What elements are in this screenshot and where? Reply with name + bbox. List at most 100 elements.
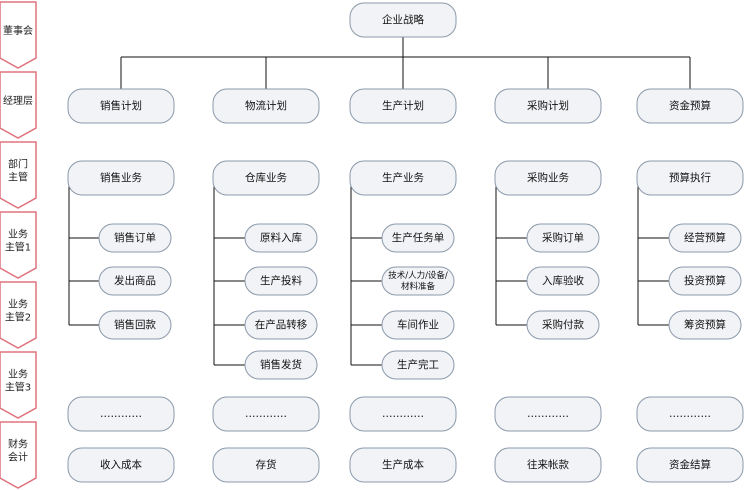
task-node[interactable]: 销售订单 [98, 223, 172, 253]
chevron-shape [0, 141, 37, 209]
task-node[interactable]: 销售回款 [98, 310, 172, 340]
task-node[interactable]: 采购订单 [526, 223, 600, 253]
node-label: ………… [527, 408, 569, 420]
task-node[interactable]: 入库验收 [526, 266, 600, 296]
node-label: 生产计划 [382, 99, 424, 112]
node-box [244, 223, 318, 253]
node-box [668, 310, 742, 340]
node-label: 在产品转移 [255, 318, 308, 331]
ellipsis-node[interactable]: ………… [212, 396, 320, 432]
finance-node[interactable]: 存货 [212, 447, 320, 483]
node-box [494, 160, 602, 196]
task-node[interactable]: 投资预算 [668, 266, 742, 296]
task-node[interactable]: 筹资预算 [668, 310, 742, 340]
plan-node[interactable]: 采购计划 [494, 88, 602, 124]
level-chevron-board: 董事会 [0, 1, 37, 69]
connector-lines [68, 37, 691, 366]
task-node[interactable]: 原料入库 [244, 223, 318, 253]
ellipsis-node[interactable]: ………… [67, 396, 175, 432]
node-label: 生产投料 [260, 274, 302, 287]
dept-node[interactable]: 预算执行 [636, 160, 744, 196]
node-label: 采购计划 [527, 99, 569, 112]
ellipsis-node[interactable]: ………… [494, 396, 602, 432]
task-node[interactable]: 在产品转移 [244, 310, 318, 340]
node-label: 经营预算 [684, 231, 726, 244]
level-label: 主管3 [5, 381, 31, 394]
task-node[interactable]: 发出商品 [98, 266, 172, 296]
level-label: 经理层 [3, 94, 33, 107]
node-box [98, 310, 172, 340]
node-box [67, 88, 175, 124]
node-label: 企业战略 [382, 13, 424, 26]
node-label: 采购付款 [542, 318, 584, 331]
node-box [668, 223, 742, 253]
node-box [526, 266, 600, 296]
dept-node[interactable]: 销售业务 [67, 160, 175, 196]
finance-node[interactable]: 收入成本 [67, 447, 175, 483]
node-label: 投资预算 [684, 274, 726, 287]
ellipsis-node[interactable]: ………… [349, 396, 457, 432]
strategy-node[interactable]: 企业战略 [349, 2, 457, 38]
node-box [636, 396, 744, 432]
node-box [349, 160, 457, 196]
level-label: 董事会 [3, 24, 33, 37]
task-node[interactable]: 经营预算 [668, 223, 742, 253]
node-box [212, 396, 320, 432]
node-label: ………… [669, 408, 711, 420]
node-label: ………… [245, 408, 287, 420]
task-node[interactable]: 技术/人力/设备/材料准备 [381, 266, 455, 296]
node-label: 收入成本 [100, 458, 142, 471]
level-label: 主管1 [5, 241, 31, 254]
node-box [67, 396, 175, 432]
node-box [212, 88, 320, 124]
node-box [494, 88, 602, 124]
node-box [212, 447, 320, 483]
node-box [494, 447, 602, 483]
node-label: 生产业务 [382, 171, 424, 184]
task-node[interactable]: 生产投料 [244, 266, 318, 296]
node-label: 技术/人力/设备/ [388, 270, 448, 281]
ellipsis-node[interactable]: ………… [636, 396, 744, 432]
node-label: 生产任务单 [392, 231, 445, 244]
chevron-shape [0, 351, 37, 419]
node-label: 采购订单 [542, 231, 584, 244]
node-label: 筹资预算 [684, 318, 726, 331]
dept-node[interactable]: 生产业务 [349, 160, 457, 196]
plan-node[interactable]: 生产计划 [349, 88, 457, 124]
node-box [98, 223, 172, 253]
dept-node[interactable]: 采购业务 [494, 160, 602, 196]
plan-node[interactable]: 物流计划 [212, 88, 320, 124]
level-label: 业务 [8, 368, 28, 381]
node-label: 物流计划 [245, 99, 287, 112]
node-box [349, 396, 457, 432]
task-node[interactable]: 采购付款 [526, 310, 600, 340]
node-label: ………… [382, 408, 424, 420]
plan-node[interactable]: 资金预算 [636, 88, 744, 124]
level-label: 会计 [8, 451, 28, 464]
node-box [67, 447, 175, 483]
task-node[interactable]: 生产任务单 [381, 223, 455, 253]
node-box [381, 266, 455, 296]
task-node[interactable]: 车间作业 [381, 310, 455, 340]
node-label: 生产成本 [382, 458, 424, 471]
node-label: 采购业务 [527, 171, 569, 184]
node-box [244, 310, 318, 340]
plan-node[interactable]: 销售计划 [67, 88, 175, 124]
finance-node[interactable]: 生产成本 [349, 447, 457, 483]
task-node[interactable]: 销售发货 [244, 350, 318, 380]
node-label: 销售业务 [100, 171, 142, 184]
node-label: 销售计划 [100, 99, 142, 112]
node-label: 仓库业务 [245, 171, 287, 184]
dept-node[interactable]: 仓库业务 [212, 160, 320, 196]
chevron-shape [0, 71, 37, 139]
task-node[interactable]: 生产完工 [381, 350, 455, 380]
finance-node[interactable]: 往来帐款 [494, 447, 602, 483]
level-label: 部门 [8, 158, 28, 171]
finance-node[interactable]: 资金结算 [636, 447, 744, 483]
node-label: ………… [100, 408, 142, 420]
